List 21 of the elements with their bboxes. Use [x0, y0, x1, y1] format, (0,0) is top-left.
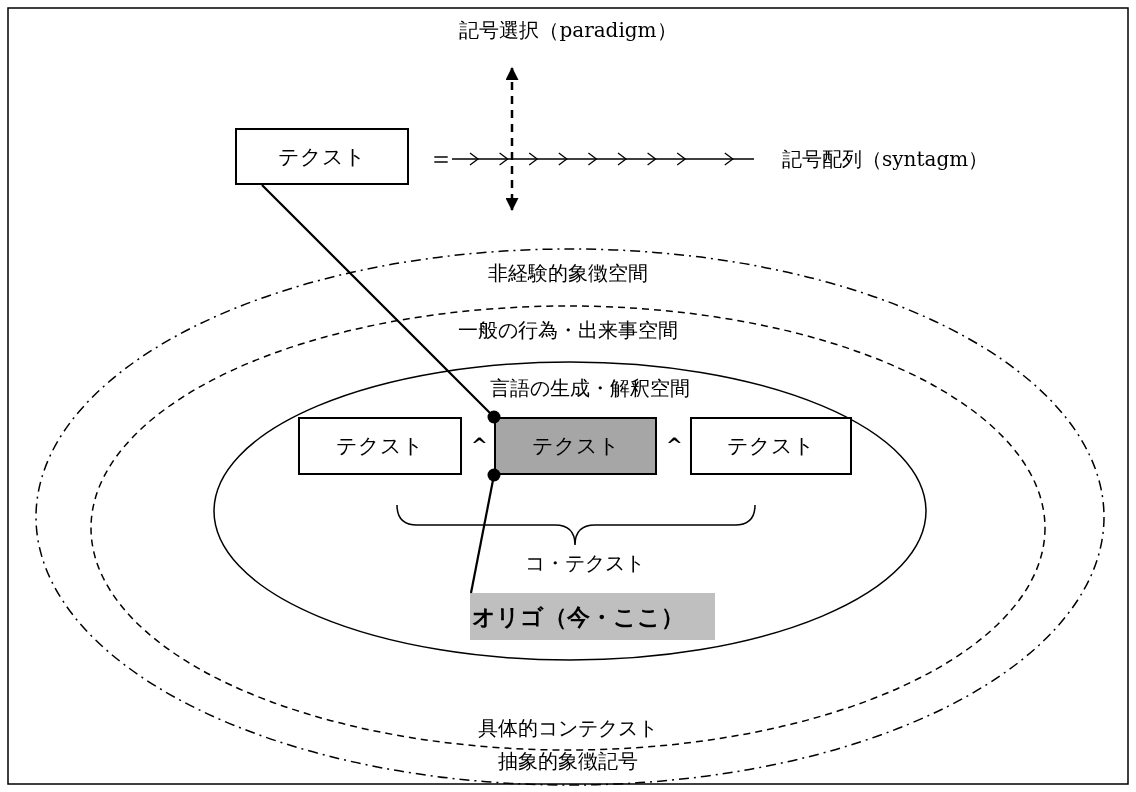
text-box: テクスト — [494, 417, 657, 475]
text-box: テクスト — [235, 128, 409, 185]
connector-line — [261, 184, 501, 424]
text-label: 記号配列（syntagm） — [782, 147, 989, 171]
ellipse-region — [90, 305, 1046, 751]
highlight-box: オリゴ（今・ここ） — [470, 593, 715, 640]
caret-mark: ^ — [666, 433, 683, 457]
ellipse-region — [213, 361, 927, 661]
text-label: 記号選択（paradigm） — [459, 18, 677, 42]
equals-sign: ＝ — [428, 146, 454, 170]
region-label: 具体的コンテクスト — [478, 716, 658, 740]
connector-line — [469, 468, 501, 594]
caret-mark: ^ — [471, 433, 488, 457]
text-box: テクスト — [298, 417, 462, 475]
region-label: 一般の行為・出来事空間 — [458, 318, 678, 342]
region-label: 言語の生成・解釈空間 — [490, 376, 690, 400]
region-label: 抽象的象徴記号 — [498, 749, 638, 773]
region-label: 非経験的象徴空間 — [488, 261, 648, 285]
text-box: テクスト — [690, 417, 852, 475]
text-label: コ・テクスト — [525, 551, 645, 575]
ellipse-region — [35, 248, 1105, 786]
